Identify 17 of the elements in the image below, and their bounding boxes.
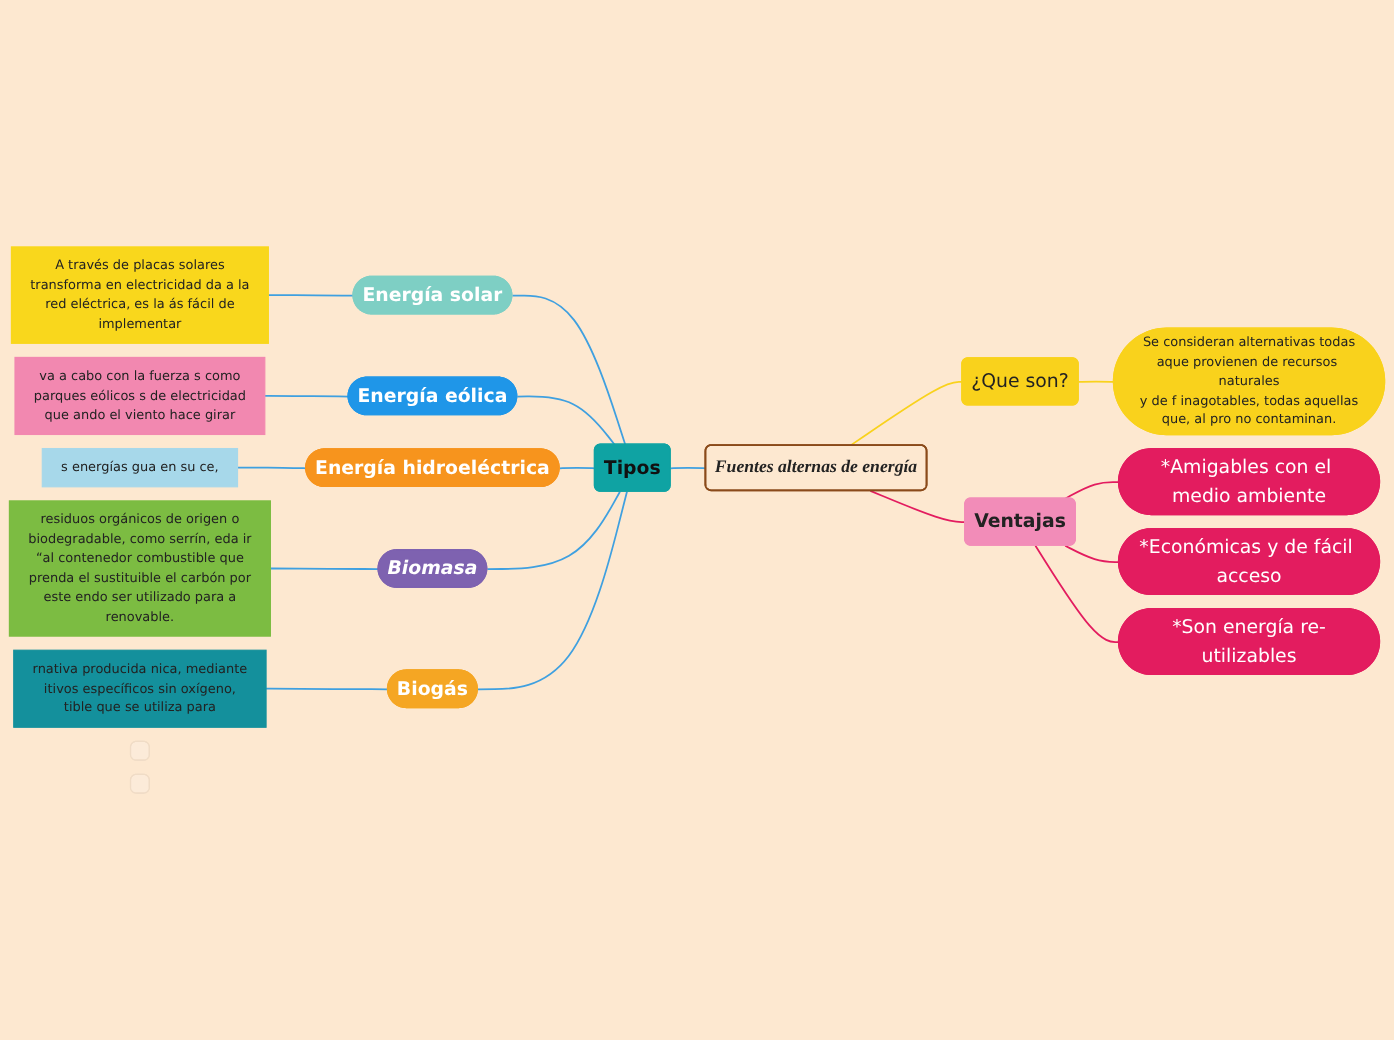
connector <box>265 687 389 691</box>
connector <box>477 490 628 691</box>
connector <box>669 467 707 470</box>
connector <box>849 381 964 447</box>
connector <box>511 294 627 446</box>
connector <box>267 294 355 297</box>
connector <box>1077 380 1115 383</box>
connector <box>1064 544 1120 564</box>
connector <box>236 466 308 470</box>
connector <box>516 395 616 446</box>
connector <box>558 467 596 470</box>
connector <box>1034 544 1120 644</box>
connector <box>269 567 380 570</box>
connector <box>869 490 967 524</box>
connector <box>263 395 350 398</box>
connector <box>486 490 621 570</box>
connector <box>1064 481 1120 500</box>
